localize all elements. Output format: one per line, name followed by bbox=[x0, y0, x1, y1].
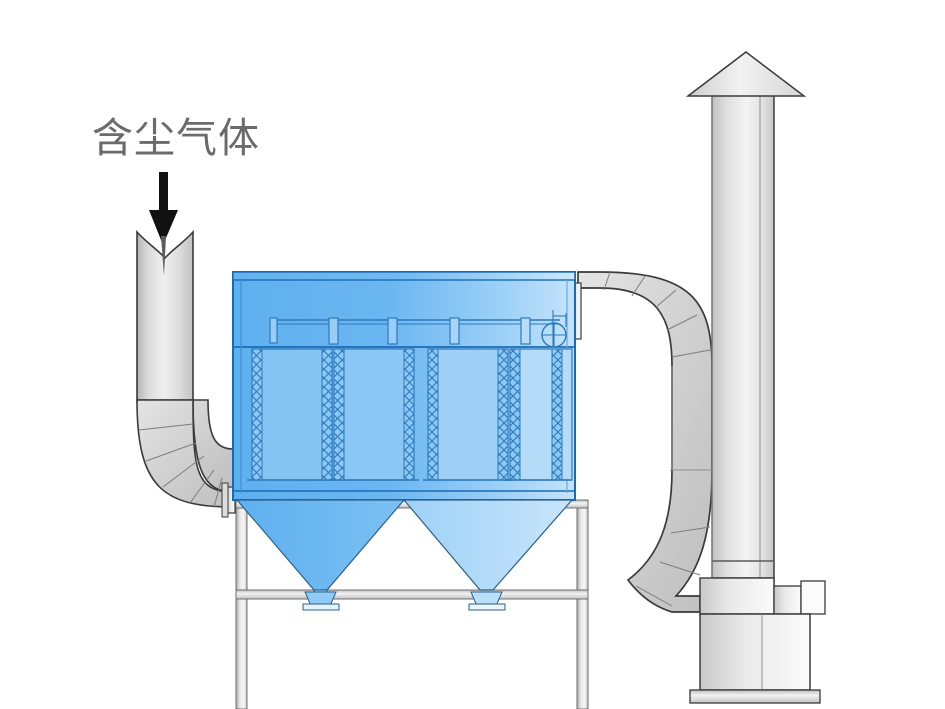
pulse-jet-manifold bbox=[269, 310, 567, 348]
hopper-discharge-flange bbox=[302, 603, 340, 611]
filter-bag bbox=[423, 348, 513, 481]
fan-base-plate bbox=[689, 689, 821, 704]
filter-bags bbox=[247, 348, 573, 481]
inlet-duct bbox=[136, 229, 236, 518]
stack-rain-cap bbox=[685, 51, 807, 97]
filter-bag bbox=[329, 348, 419, 481]
filter-bag bbox=[247, 348, 337, 481]
exhaust-stack bbox=[685, 51, 807, 625]
fan-motor-mount bbox=[773, 585, 802, 615]
inlet-gas-label: 含尘气体 bbox=[92, 114, 260, 162]
pulse-nozzle-3 bbox=[449, 317, 460, 345]
collector-body bbox=[232, 271, 582, 501]
outlet-duct bbox=[577, 271, 713, 613]
inlet-elbow bbox=[136, 399, 234, 508]
pulse-nozzle-1 bbox=[328, 317, 339, 345]
manifold-end-drop bbox=[269, 317, 278, 344]
hopper bbox=[402, 499, 574, 611]
hopper-discharge-flange bbox=[468, 603, 506, 611]
hopper bbox=[235, 499, 406, 611]
filter-bag bbox=[505, 348, 573, 481]
pulse-nozzle-4 bbox=[520, 317, 531, 345]
fan-motor-block bbox=[800, 580, 826, 615]
inlet-flow-arrow bbox=[149, 172, 178, 276]
pulse-nozzle-2 bbox=[387, 317, 398, 345]
hoppers bbox=[235, 499, 574, 611]
fan-unit bbox=[689, 577, 826, 704]
